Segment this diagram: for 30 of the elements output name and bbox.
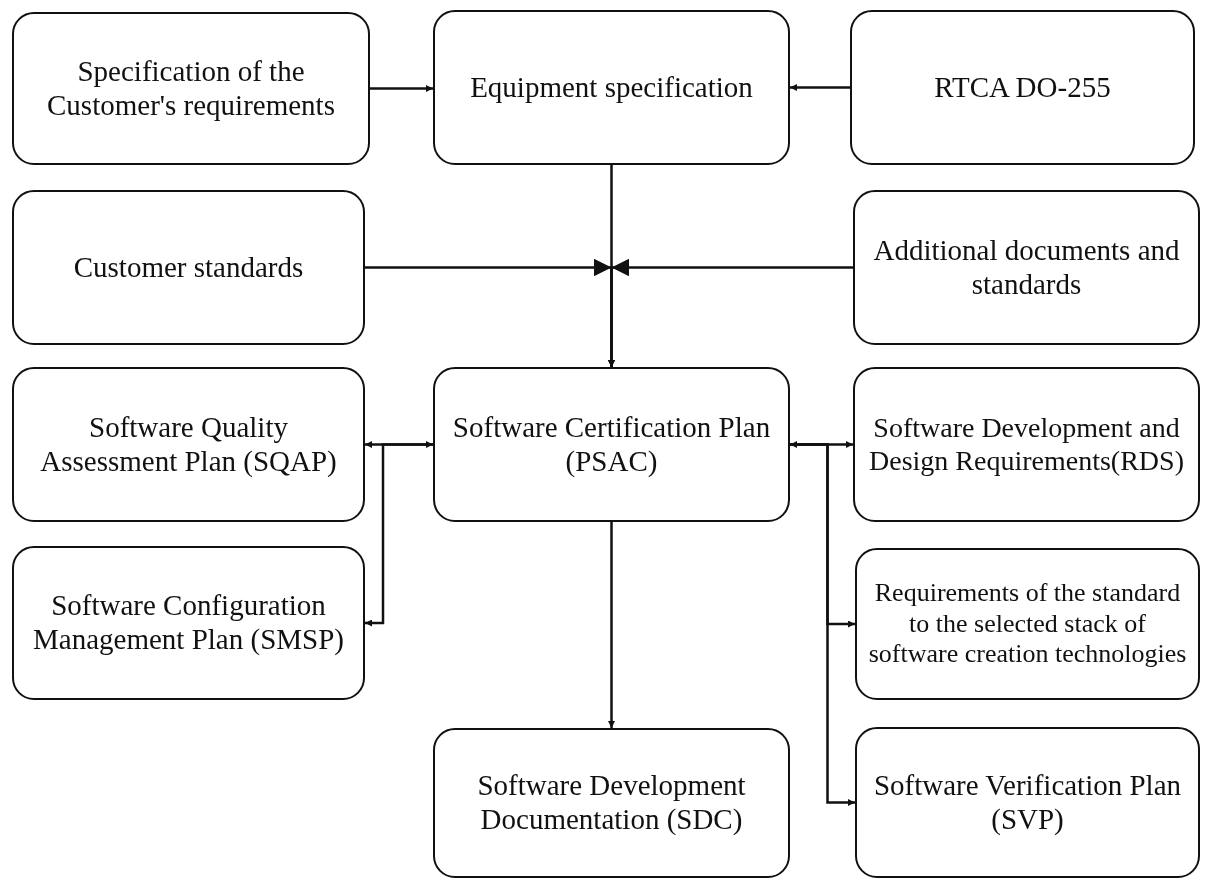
- box-label: Software Quality Assessment Plan (SQAP): [39, 410, 338, 479]
- process-box: [853, 367, 1200, 522]
- box-label: Requirements of the standard to the selected stack of software creation technologies: [867, 578, 1188, 670]
- process-box: [433, 10, 790, 165]
- box-label: Software Development and Design Requirements(RDS): [868, 411, 1185, 478]
- process-box: [433, 367, 790, 522]
- box-label: Software Certification Plan (PSAC): [451, 410, 772, 479]
- process-box: [855, 727, 1200, 878]
- arrow: [365, 443, 433, 627]
- box-label: Software Development Documentation (SDC): [476, 769, 747, 837]
- box-label: Software Configuration Management Plan (SMSP): [32, 589, 345, 657]
- box-label: Specification of the Customer's requirements: [46, 54, 336, 123]
- process-box: [12, 546, 365, 700]
- box-label: Software Verification Plan (SVP): [872, 768, 1183, 837]
- arrow: [608, 522, 615, 728]
- box-label: Additional documents and standards: [872, 233, 1181, 302]
- process-box: [12, 190, 365, 345]
- process-box: [12, 12, 370, 165]
- box-label: RTCA DO-255: [934, 70, 1111, 105]
- process-box: [433, 728, 790, 878]
- arrow: [790, 84, 850, 91]
- arrow: [608, 259, 853, 367]
- box-label: Customer standards: [73, 250, 304, 285]
- arrow: [370, 85, 433, 92]
- arrow: [790, 443, 855, 806]
- process-box: [853, 190, 1200, 345]
- process-box: [850, 10, 1195, 165]
- process-box: [855, 548, 1200, 700]
- box-label: Equipment specification: [470, 70, 753, 105]
- process-box: [12, 367, 365, 522]
